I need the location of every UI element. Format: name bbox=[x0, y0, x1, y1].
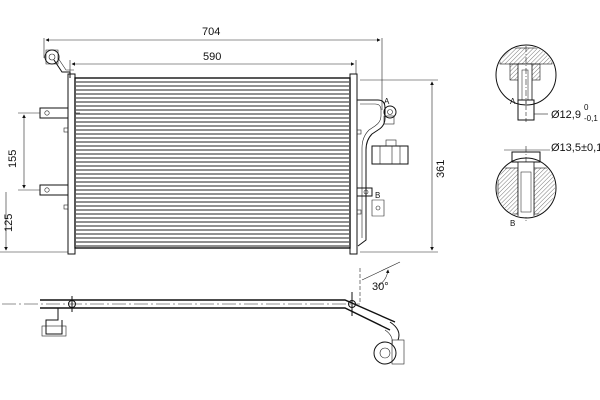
bottom-view: 30° bbox=[2, 261, 405, 365]
dimension-label-155: 155 bbox=[7, 150, 19, 168]
point-label-b: B bbox=[375, 191, 380, 200]
front-view: A B bbox=[39, 49, 409, 255]
receiver-block bbox=[371, 139, 409, 165]
left-tank bbox=[67, 73, 76, 255]
dimension-155: 155 bbox=[7, 112, 40, 191]
fitting-a-tol-lower: -0,1 bbox=[584, 114, 598, 123]
dimension-label-361: 361 bbox=[435, 160, 447, 178]
fitting-a-tol-upper: 0 bbox=[584, 103, 589, 112]
point-label-a: A bbox=[384, 97, 390, 106]
connector-a: A bbox=[383, 97, 397, 125]
left-mount-brackets bbox=[39, 107, 80, 196]
angle-label: 30° bbox=[372, 281, 389, 293]
detail-a: A Ø12,9 0 -0,1 bbox=[495, 44, 598, 124]
condenser-fins bbox=[76, 81, 349, 247]
fitting-b-diameter: Ø13,5±0,1 bbox=[551, 142, 600, 154]
dimension-label-704: 704 bbox=[202, 26, 220, 38]
top-left-pipe bbox=[44, 49, 74, 78]
detail-b: Ø13,5±0,1 B bbox=[495, 142, 600, 228]
dimension-label-125: 125 bbox=[3, 214, 15, 232]
dimension-704: 704 bbox=[43, 26, 383, 110]
dimension-590: 590 bbox=[69, 51, 357, 74]
dimension-125: 125 bbox=[0, 192, 68, 253]
dimension-label-590: 590 bbox=[203, 51, 221, 63]
connector-b: B bbox=[371, 191, 385, 217]
detail-b-label: B bbox=[510, 219, 515, 228]
right-pipes bbox=[357, 99, 386, 247]
right-tank bbox=[349, 73, 358, 255]
fitting-a-diameter: Ø12,9 bbox=[551, 109, 581, 121]
condenser-core bbox=[74, 77, 351, 249]
detail-a-label: A bbox=[510, 97, 516, 106]
dimension-361: 361 bbox=[360, 79, 447, 253]
